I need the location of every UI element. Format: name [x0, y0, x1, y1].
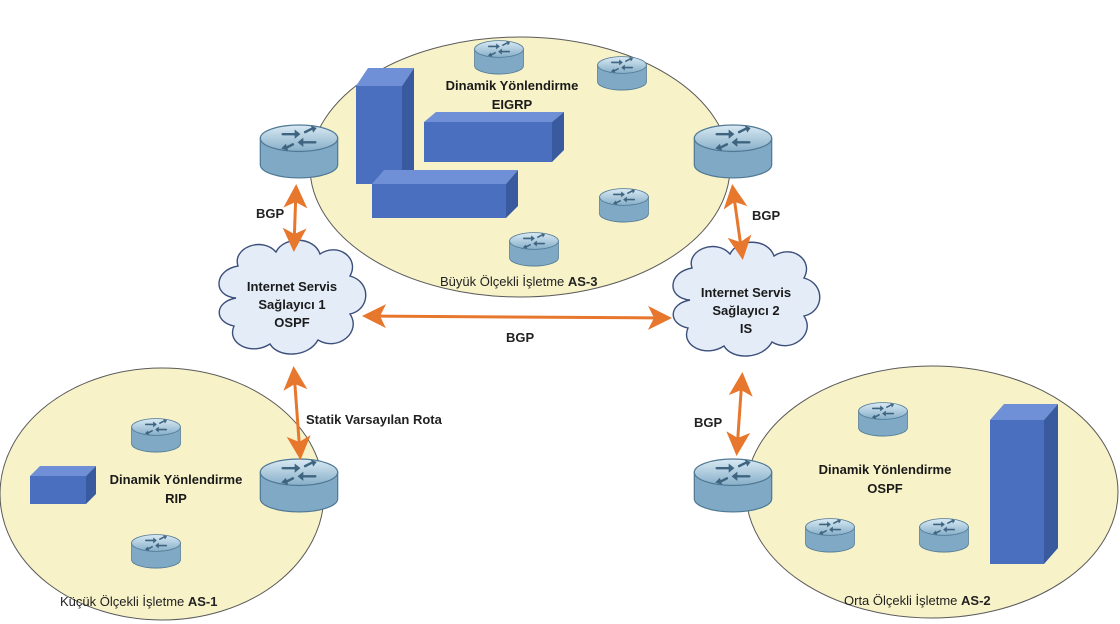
as1-routing-line1: Dinamik Yönlendirme — [109, 472, 243, 487]
link-isp1-as1 — [283, 366, 311, 460]
isp1-line1: Internet Servis — [246, 279, 338, 294]
link-as3-isp1 — [282, 184, 308, 252]
as3-routing-line1: Dinamik Yönlendirme — [445, 78, 579, 93]
router-icon — [804, 518, 856, 553]
server-icon — [990, 404, 1058, 564]
as1-zone-code: AS-1 — [187, 594, 218, 609]
link-label-isp2-as2: BGP — [694, 415, 723, 430]
router-icon — [693, 124, 773, 180]
link-label-isp1-as1: Statik Varsayılan Rota — [306, 412, 442, 427]
as2-zone-code: AS-2 — [961, 593, 991, 608]
as3-zone-name: Büyük Ölçekli İşletme — [440, 274, 568, 289]
isp2-line2: Sağlayıcı 2 — [712, 303, 780, 318]
as3-routing-label: Dinamik Yönlendirme EIGRP — [446, 76, 579, 114]
isp2-line1: Internet Servis — [700, 285, 792, 300]
router-icon — [693, 458, 773, 514]
server-icon — [30, 466, 96, 504]
as1-zone-name: Küçük Ölçekli İşletme — [60, 594, 188, 609]
isp1-line3: OSPF — [274, 315, 310, 330]
router-icon — [857, 402, 909, 437]
link-as3-isp2 — [723, 184, 752, 260]
as2-zone-name: Orta Ölçekli İşletme — [844, 593, 962, 608]
cloud-icon — [218, 239, 367, 355]
as2-routing-line2: OSPF — [867, 481, 903, 496]
server-icon — [372, 170, 518, 218]
link-isp1-isp2 — [362, 304, 672, 330]
link-label-isp1-isp2: BGP — [506, 330, 535, 345]
as2-routing-line1: Dinamik Yönlendirme — [818, 462, 952, 477]
router-icon — [130, 418, 182, 453]
router-icon — [259, 124, 339, 180]
router-icon — [598, 188, 650, 223]
as3-zone-label: Büyük Ölçekli İşletme AS-3 — [440, 274, 598, 289]
as2-zone-label: Orta Ölçekli İşletme AS-2 — [844, 593, 991, 608]
link-label-as3-isp1: BGP — [256, 206, 285, 221]
isp2-label: Internet Servis Sağlayıcı 2 IS — [701, 284, 791, 338]
isp2-line3: IS — [739, 321, 753, 336]
link-isp2-as2 — [726, 372, 753, 456]
router-icon — [508, 232, 560, 267]
as1-routing-label: Dinamik Yönlendirme RIP — [110, 470, 243, 508]
link-label-as3-isp2: BGP — [752, 208, 781, 223]
server-icon — [356, 68, 414, 184]
as3-routing-line2: EIGRP — [491, 97, 533, 112]
router-icon — [473, 40, 525, 75]
router-icon — [596, 56, 648, 91]
isp1-line2: Sağlayıcı 1 — [258, 297, 326, 312]
isp1-label: Internet Servis Sağlayıcı 1 OSPF — [247, 278, 337, 332]
router-icon — [259, 458, 339, 514]
router-icon — [130, 534, 182, 569]
as2-routing-label: Dinamik Yönlendirme OSPF — [819, 460, 952, 498]
as3-zone-code: AS-3 — [567, 274, 598, 289]
as1-zone-label: Küçük Ölçekli İşletme AS-1 — [60, 594, 218, 609]
router-icon — [918, 518, 970, 553]
server-icon — [424, 112, 564, 162]
cloud-icon — [672, 241, 821, 357]
as1-routing-line2: RIP — [165, 491, 187, 506]
